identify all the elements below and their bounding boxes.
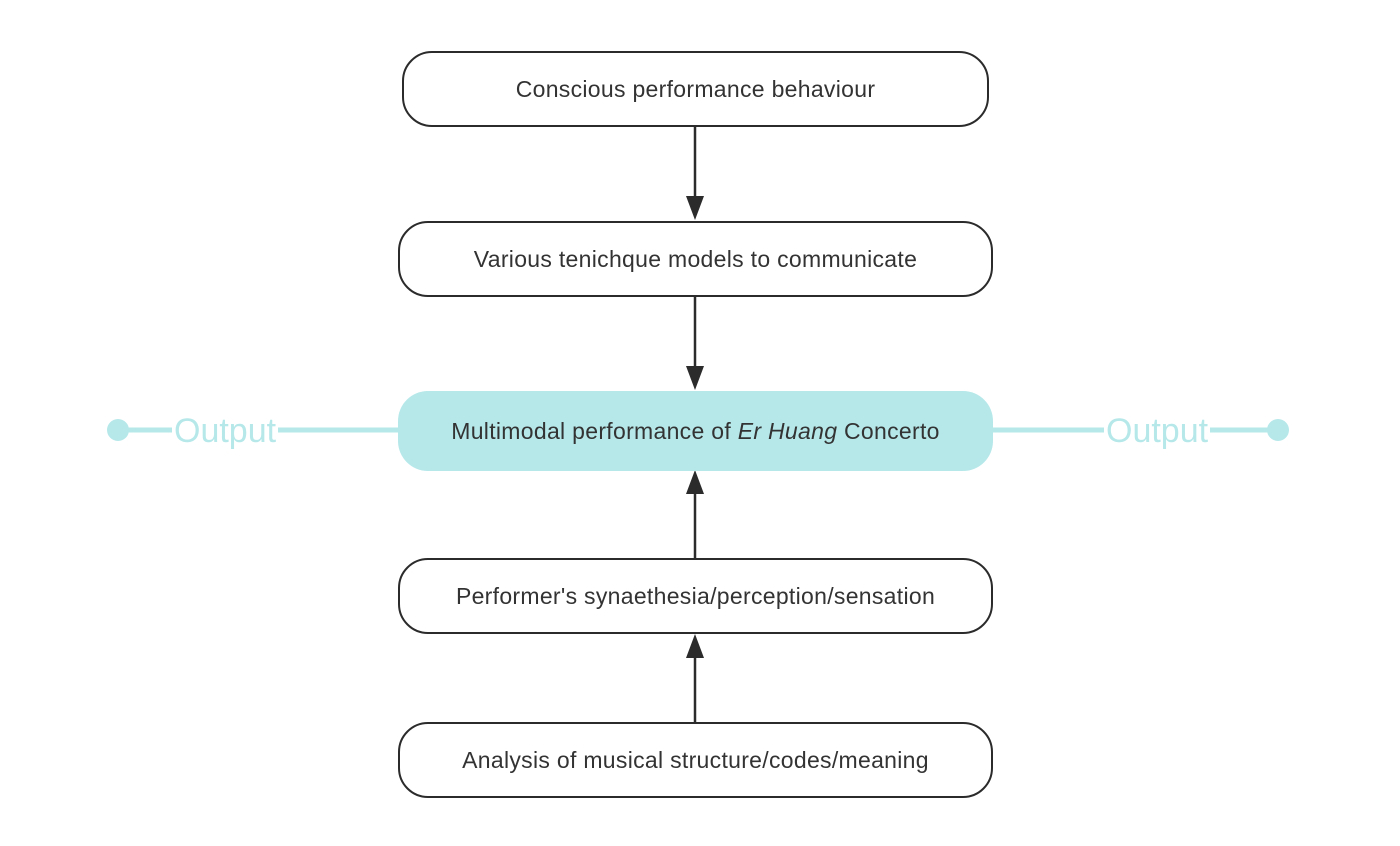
node-multimodal-prefix: Multimodal performance of [451, 417, 738, 444]
output-endpoint-left [107, 419, 129, 441]
node-technique-models: Various tenichque models to communicate [398, 221, 993, 297]
output-label-left: Output [172, 412, 279, 450]
node-multimodal-suffix: Concerto [837, 417, 940, 444]
output-label-right: Output [1104, 412, 1211, 450]
arrowhead-top-to-second [686, 196, 704, 220]
node-performer-synaesthesia: Performer's synaethesia/perception/sensa… [398, 558, 993, 634]
node-conscious-performance-label: Conscious performance behaviour [515, 75, 876, 102]
output-endpoint-right [1267, 419, 1289, 441]
node-multimodal-italic: Er Huang [737, 417, 838, 444]
node-musical-analysis-label: Analysis of musical structure/codes/mean… [462, 746, 929, 773]
arrowhead-fourth-to-center [686, 470, 704, 494]
node-musical-analysis: Analysis of musical structure/codes/mean… [398, 722, 993, 798]
arrowhead-second-to-center [686, 366, 704, 390]
node-conscious-performance: Conscious performance behaviour [402, 51, 989, 127]
node-technique-models-label: Various tenichque models to communicate [473, 245, 918, 272]
node-performer-synaesthesia-label: Performer's synaethesia/perception/sensa… [455, 582, 936, 609]
node-multimodal-performance: Multimodal performance of Er Huang Conce… [398, 391, 993, 471]
node-multimodal-performance-label: Multimodal performance of Er Huang Conce… [451, 418, 939, 445]
arrowhead-bottom-to-fourth [686, 634, 704, 658]
